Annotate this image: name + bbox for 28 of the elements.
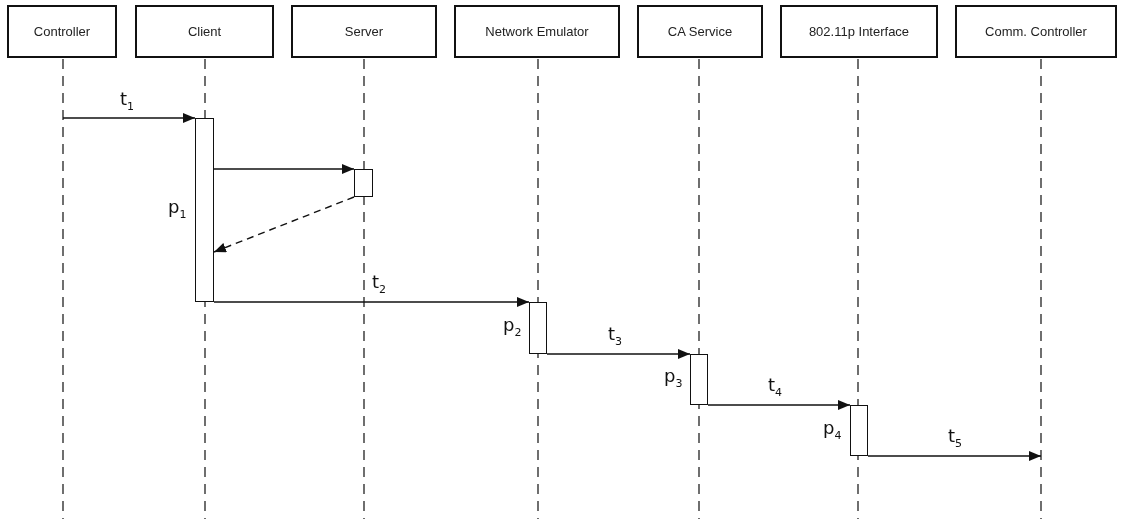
process-time-label: p$_{4}$ <box>823 419 842 441</box>
edge-label: t$_{3}$ <box>608 325 623 347</box>
edge-label: t$_{2}$ <box>372 273 387 295</box>
participant-box: 802.11p Interface <box>780 5 938 58</box>
edge-label: t$_{4}$ <box>768 376 783 398</box>
message-arrow <box>546 349 691 359</box>
participant-box: Network Emulator <box>454 5 620 58</box>
edge-label: t$_{5}$ <box>948 427 963 449</box>
edge-label: t$_{1}$ <box>120 90 135 112</box>
message-arrow <box>213 164 355 174</box>
activation-bar <box>195 118 214 302</box>
message-arrow <box>213 297 530 307</box>
participant-box: Comm. Controller <box>955 5 1117 58</box>
participant-box: Client <box>135 5 274 58</box>
process-time-label: p$_{2}$ <box>503 316 522 338</box>
activation-bar <box>354 169 373 197</box>
return-arrow <box>213 196 355 253</box>
message-arrow <box>62 113 196 123</box>
participant-box: Controller <box>7 5 117 58</box>
activation-bar <box>690 354 708 405</box>
participant-box: CA Service <box>637 5 763 58</box>
process-time-label: p$_{3}$ <box>664 367 683 389</box>
activation-bar <box>850 405 868 456</box>
message-arrow <box>867 451 1042 461</box>
message-arrow <box>707 400 851 410</box>
participant-box: Server <box>291 5 437 58</box>
process-time-label: p$_{1}$ <box>168 198 187 220</box>
activation-bar <box>529 302 547 354</box>
